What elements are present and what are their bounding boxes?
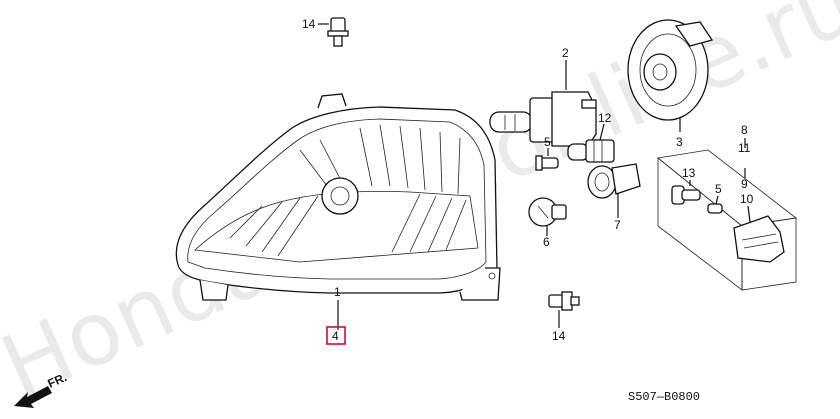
callout-11[interactable]: 11 (738, 141, 751, 155)
halogen-bulb[interactable] (489, 91, 597, 147)
callout-12[interactable]: 12 (598, 111, 612, 125)
callout-7[interactable]: 7 (614, 218, 621, 232)
wedge-bulb-small[interactable] (535, 155, 559, 171)
callout-6[interactable]: 6 (543, 235, 550, 249)
bulb-6[interactable] (528, 197, 567, 227)
headlight-assembly[interactable] (175, 93, 501, 301)
callout-4[interactable]: 4 (332, 329, 339, 343)
bolt-top[interactable] (327, 17, 349, 47)
callout-1[interactable]: 1 (334, 285, 341, 299)
highlight-box (326, 326, 346, 345)
callout-5-left[interactable]: 5 (544, 135, 551, 149)
socket-12[interactable] (567, 139, 615, 163)
callout-8[interactable]: 8 (741, 123, 748, 137)
callout-13[interactable]: 13 (682, 166, 696, 180)
callout-14-bottom[interactable]: 14 (552, 329, 566, 343)
callouts: 14 2 5 12 3 8 11 9 13 5 10 6 7 1 4 14 (302, 17, 754, 345)
callout-10[interactable]: 10 (740, 192, 754, 206)
leader-lines (318, 23, 751, 330)
headlight-cover[interactable] (627, 19, 714, 121)
front-arrow-icon (14, 386, 52, 408)
callout-9[interactable]: 9 (741, 177, 748, 191)
socket-7[interactable] (587, 163, 641, 199)
callout-5-right[interactable]: 5 (715, 182, 722, 196)
bolt-bottom[interactable] (548, 291, 580, 311)
callout-3[interactable]: 3 (676, 135, 683, 149)
side-marker-assembly[interactable] (657, 149, 797, 291)
callout-14-top[interactable]: 14 (302, 17, 316, 31)
callout-2[interactable]: 2 (562, 46, 569, 60)
diagram-code: S507—B0800 (628, 390, 700, 404)
